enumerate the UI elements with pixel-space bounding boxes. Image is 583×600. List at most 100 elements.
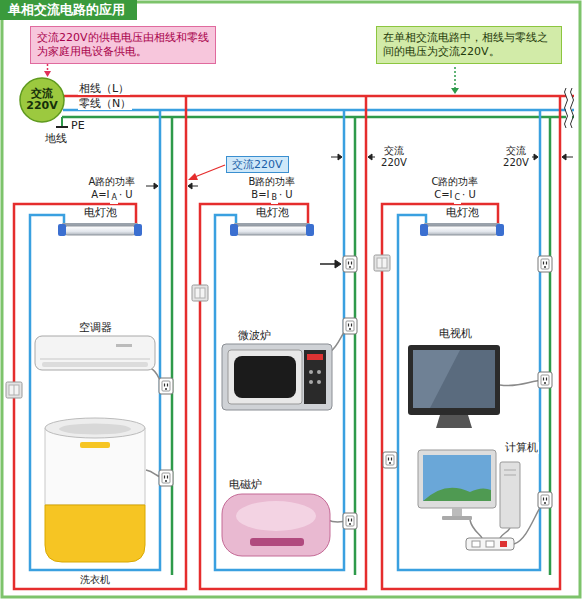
wire-label: 零线（N）	[78, 98, 132, 110]
wall-socket	[538, 256, 552, 272]
cord	[470, 520, 482, 538]
ground-stem	[61, 117, 63, 126]
lamp	[230, 223, 314, 236]
lamp-label: 电灯泡	[83, 207, 118, 219]
power-label: B路的功率	[248, 176, 297, 188]
ground-label: PE	[70, 120, 86, 132]
strip-outlet	[472, 541, 480, 547]
node-text: 交流220V的供电电压由相线和零线为家庭用电设备供电。	[37, 31, 209, 59]
arrow-head	[534, 154, 538, 160]
arrow-head	[338, 154, 342, 160]
washer-lid	[59, 424, 131, 435]
wire-label: 相线（L）	[78, 83, 130, 95]
voltage-arrows	[146, 154, 573, 268]
phase-wire	[64, 95, 574, 98]
node-text: 交流 220V	[22, 88, 62, 112]
cooker-body	[222, 494, 330, 556]
arrow-head	[562, 154, 566, 160]
power-label: A路的功率	[88, 176, 137, 188]
washer-body	[45, 428, 145, 505]
appliance-label: 空调器	[78, 322, 113, 334]
wall-switch	[6, 382, 22, 398]
pc-tower	[500, 462, 520, 528]
wall-socket	[343, 256, 357, 272]
power-cords	[146, 326, 545, 544]
washer-panel	[80, 442, 110, 448]
title-bar: 单相交流电路的应用	[0, 0, 137, 20]
appliance-label: 计算机	[504, 442, 539, 454]
appliance-label: 洗衣机	[79, 574, 111, 586]
connector	[44, 64, 51, 77]
callout-leader	[196, 165, 225, 177]
arrow-head	[451, 88, 459, 94]
ac-vent	[42, 362, 148, 367]
earth-wire	[62, 116, 574, 119]
oven-door	[228, 350, 302, 404]
tv-glare	[413, 350, 460, 408]
power-formula: · U	[461, 189, 477, 201]
lamp	[58, 223, 142, 236]
tv-screen	[413, 350, 495, 408]
node-text: 交流220V	[232, 158, 283, 171]
earth-wire	[354, 117, 357, 575]
oven-display	[307, 354, 323, 360]
ground-label: 地线	[44, 133, 68, 145]
neutral-wire	[30, 110, 160, 570]
phase-wire	[382, 96, 560, 589]
arrow-line	[146, 186, 154, 187]
wall-switch	[192, 285, 208, 301]
power-formula: C=I	[433, 189, 453, 201]
ac-logo	[116, 344, 132, 347]
microwave-oven	[222, 344, 332, 410]
appliance-label: 电视机	[438, 328, 473, 340]
power-strip	[466, 538, 514, 550]
voltage-box: 交流220V	[226, 156, 289, 173]
supply-circle: 交流 220V	[19, 77, 65, 123]
lamp	[420, 223, 504, 236]
arrow-line	[320, 263, 336, 265]
oven-window	[234, 356, 296, 398]
wall-socket	[538, 372, 552, 388]
ac-seam	[40, 359, 150, 360]
arrow-line	[192, 186, 198, 187]
appliance-label: 电磁炉	[228, 479, 263, 491]
television	[408, 345, 500, 428]
arrow-line	[566, 157, 573, 158]
voltage-label: 交流 220V	[500, 145, 532, 169]
wall-socket	[159, 378, 173, 394]
tv-stand	[436, 415, 472, 428]
induction-cooker	[222, 494, 330, 556]
monitor-frame	[418, 450, 496, 508]
washing-machine	[45, 418, 145, 562]
arrow-line	[331, 157, 338, 158]
power-formula: A=I	[90, 189, 110, 201]
earth-wire	[171, 117, 174, 575]
monitor-neck	[452, 508, 462, 516]
arrow-head	[335, 260, 341, 268]
wall-socket	[343, 318, 357, 334]
wall-socket	[159, 470, 173, 486]
formula-subscript: B	[271, 192, 279, 204]
tv-frame	[408, 345, 500, 415]
neutral-wire	[215, 110, 344, 570]
node-text: 在单相交流电路中，相线与零线之间的电压为交流220V。	[383, 31, 555, 59]
oven-button	[309, 370, 313, 374]
power-formula: · U	[278, 189, 294, 201]
voltage-label: 交流 220V	[378, 145, 410, 169]
connector-line	[47, 64, 49, 71]
break-line	[565, 88, 568, 128]
power-label: C路的功率	[431, 176, 480, 188]
callout-box: 在单相交流电路中，相线与零线之间的电压为交流220V。	[376, 26, 562, 64]
ac-body	[35, 336, 155, 370]
phase-wire	[200, 96, 366, 589]
break-line	[571, 88, 574, 128]
cooker-panel	[250, 538, 304, 546]
oven-button	[309, 380, 313, 384]
monitor-screen	[423, 455, 491, 501]
lamp-label: 电灯泡	[255, 207, 290, 219]
strip-switch	[500, 541, 507, 547]
appliance-label: 微波炉	[237, 330, 272, 342]
wires	[14, 96, 574, 589]
